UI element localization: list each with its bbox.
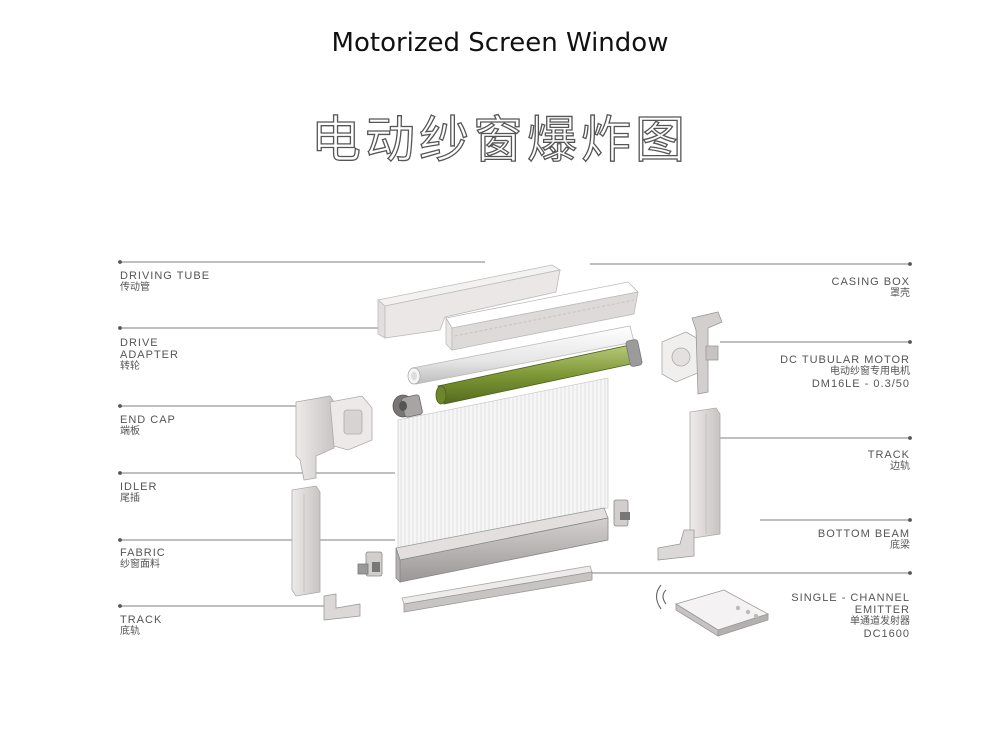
signal-waves-icon xyxy=(655,584,667,610)
side-track-left xyxy=(291,485,321,597)
diagram-subtitle: 电动纱窗爆炸图 xyxy=(310,110,689,169)
leader-lines-right xyxy=(590,262,912,575)
casing-box xyxy=(445,281,639,351)
label-drive-adapter: DRIVE ADAPTER 转轮 xyxy=(120,337,179,372)
drive-tube xyxy=(407,325,635,385)
label-bottom-beam: BOTTOM BEAM 底梁 xyxy=(817,528,910,551)
corner-bracket-left xyxy=(323,593,361,621)
end-cap-left xyxy=(295,395,373,481)
motor-end-bracket xyxy=(661,311,723,395)
label-end-cap: END CAP 端板 xyxy=(120,414,176,437)
label-driving-tube: DRIVING TUBE 传动管 xyxy=(120,270,211,293)
side-track-right xyxy=(689,407,721,539)
bottom-track xyxy=(401,565,593,613)
label-idler: IDLER 尾插 xyxy=(120,481,158,504)
bottom-clip-right xyxy=(613,499,630,527)
label-track-bottom: TRACK 底轨 xyxy=(120,614,163,637)
label-track-side: TRACK 边轨 xyxy=(867,449,910,472)
diagram-title: Motorized Screen Window xyxy=(331,28,669,58)
label-fabric: FABRIC 纱窗面料 xyxy=(120,547,166,570)
corner-bracket-right xyxy=(657,529,695,561)
idler xyxy=(392,394,423,418)
bottom-clip-left xyxy=(357,551,383,577)
fabric-screen xyxy=(397,377,609,549)
single-channel-emitter xyxy=(675,589,770,637)
label-dc-tubular-motor: DC TUBULAR MOTOR 电动纱窗专用电机 DM16LE - 0.3/5… xyxy=(780,354,910,390)
dc-tubular-motor xyxy=(435,339,643,405)
label-casing-box: CASING BOX 罩壳 xyxy=(831,276,910,299)
bottom-beam xyxy=(395,507,609,583)
label-emitter: SINGLE - CHANNEL EMITTER 单通道发射器 DC1600 xyxy=(791,592,910,640)
driving-tube-cover xyxy=(377,264,562,339)
